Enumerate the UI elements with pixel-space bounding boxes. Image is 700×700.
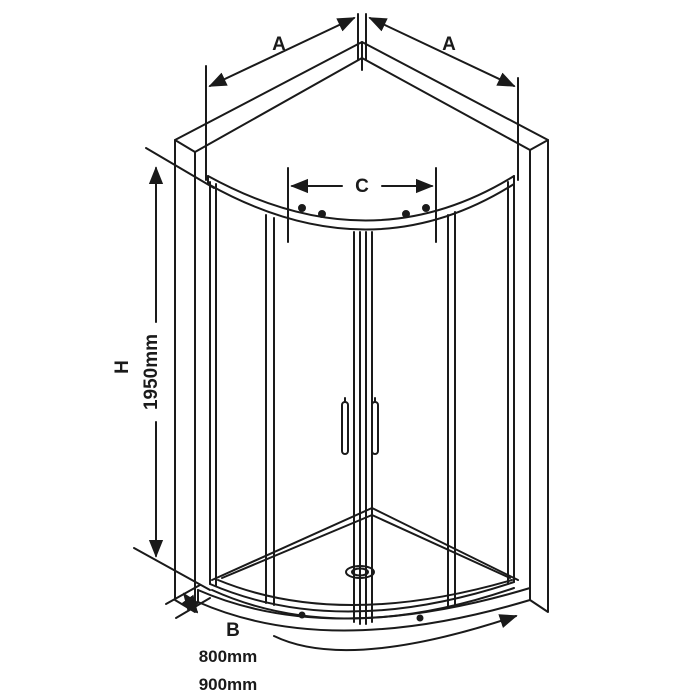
dimension-c xyxy=(287,167,437,243)
label-c: C xyxy=(355,176,369,197)
dimension-h xyxy=(133,147,215,591)
door-rollers xyxy=(298,204,430,622)
left-door-handle xyxy=(341,397,349,455)
label-height-value: 1950mm xyxy=(141,334,162,410)
label-size-800: 800mm xyxy=(199,647,258,666)
left-fixed-panel xyxy=(209,181,217,587)
right-sliding-door xyxy=(365,211,456,625)
left-sliding-door xyxy=(265,214,361,625)
dimension-a-left xyxy=(205,13,359,181)
label-a-left: A xyxy=(272,34,286,55)
right-fixed-panel xyxy=(507,179,515,585)
dimension-b xyxy=(165,584,211,619)
dimension-a-right xyxy=(365,13,519,181)
bottom-curved-track xyxy=(209,581,515,620)
right-door-handle xyxy=(371,397,379,455)
left-wall-panel xyxy=(174,41,363,613)
label-a-right: A xyxy=(442,34,456,55)
label-h: H xyxy=(112,360,133,374)
label-size-900: 900mm xyxy=(199,675,258,694)
dimension-tray-width xyxy=(273,614,518,652)
label-b: B xyxy=(226,620,240,641)
